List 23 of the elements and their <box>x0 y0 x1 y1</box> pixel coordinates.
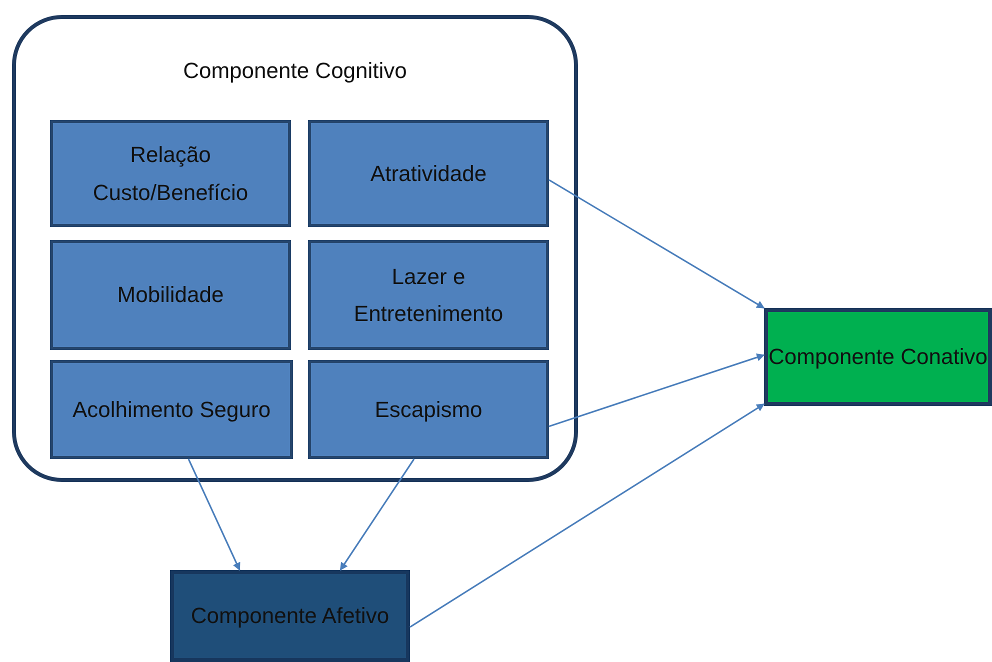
group-container <box>12 15 578 482</box>
process-box <box>50 360 293 459</box>
process-box <box>308 360 549 459</box>
arrow <box>340 458 415 571</box>
process-box <box>764 308 992 406</box>
box-label: Atratividade <box>369 160 488 188</box>
arrow <box>410 403 765 628</box>
box-label: Componente Conativo <box>768 343 988 372</box>
box-label: Mobilidade <box>116 281 225 310</box>
group-title: Componente Cognitivo <box>182 57 408 85</box>
box-label: Lazer e Entretenimento <box>352 262 504 328</box>
box-label: Componente Afetivo <box>190 602 390 630</box>
box-label: Escapismo <box>374 396 484 424</box>
box-label: Acolhimento Seguro <box>71 396 272 424</box>
arrow <box>548 354 765 428</box>
arrow <box>548 179 765 309</box>
process-box <box>50 240 291 350</box>
process-box <box>308 120 549 227</box>
process-box <box>170 570 410 662</box>
process-box <box>308 240 549 350</box>
box-label: Relação Custo/Benefício <box>92 141 250 206</box>
process-box <box>50 120 291 227</box>
arrow <box>188 458 240 571</box>
